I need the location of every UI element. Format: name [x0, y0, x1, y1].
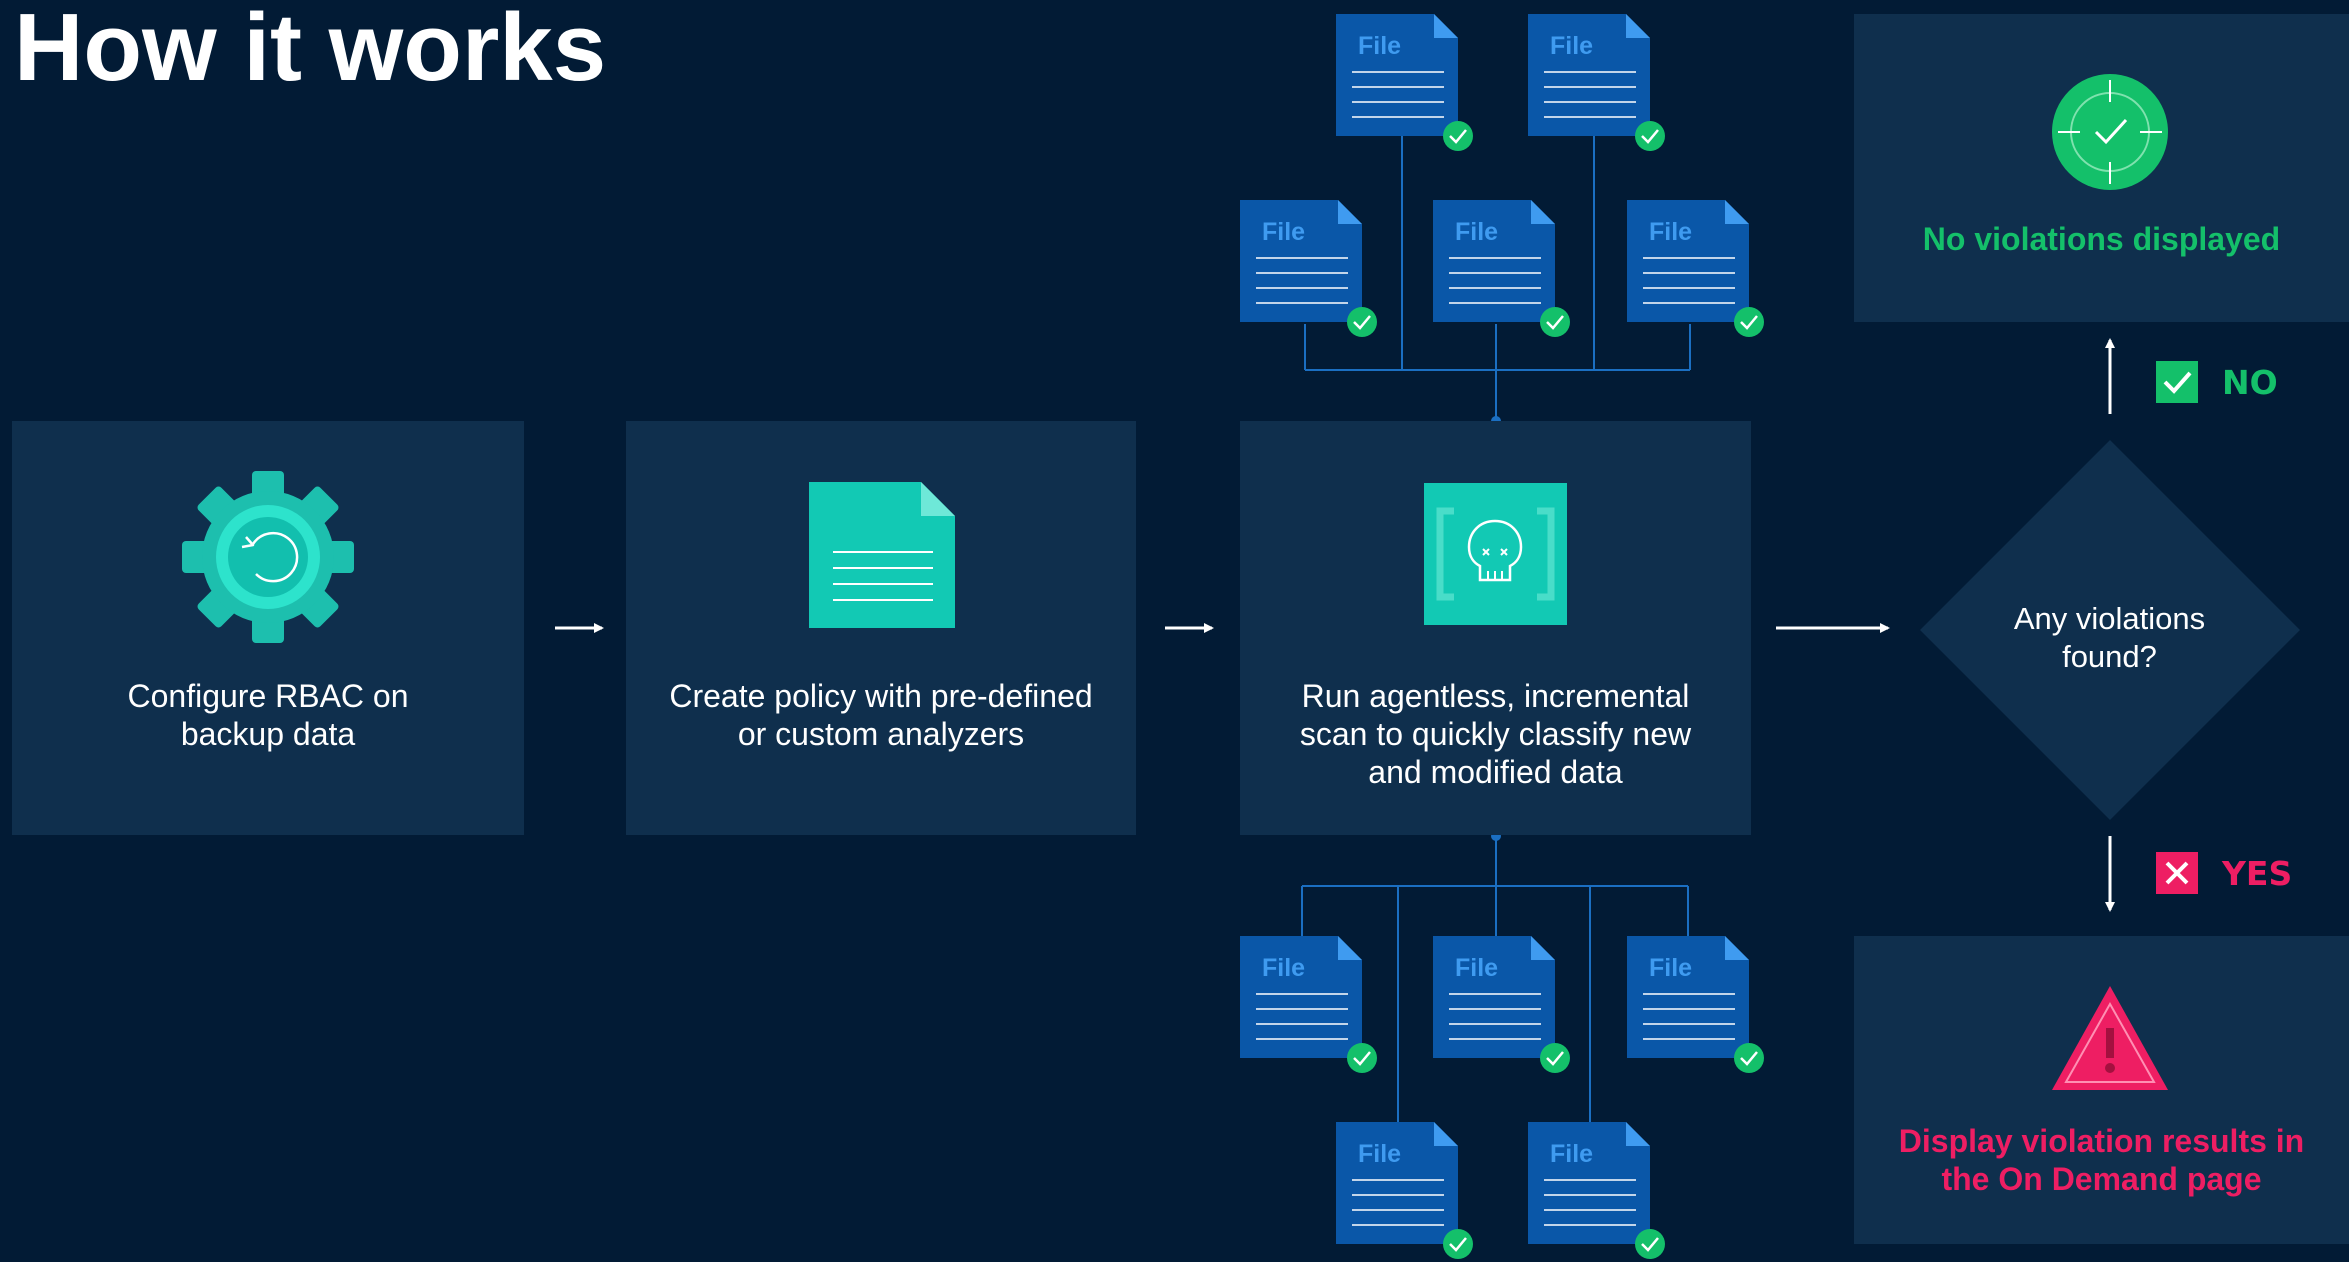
file-icon [1240, 936, 1377, 1073]
decision-text-line-1: Any violations [2013, 601, 2206, 636]
file-label: File [1455, 954, 1499, 982]
check-circle-icon [2052, 74, 2168, 190]
file-item: File [1528, 1122, 1668, 1262]
step-text-line-1: Configure RBAC on [127, 678, 409, 714]
no-violations-text: No violations displayed [1922, 221, 2281, 257]
file-icon [1528, 14, 1665, 151]
file-label: File [1550, 32, 1594, 60]
file-icon [1627, 200, 1764, 337]
violation-results-line-1: Display violation results in [1898, 1123, 2305, 1159]
file-label: File [1550, 1140, 1594, 1168]
file-label: File [1455, 218, 1499, 246]
file-label: File [1262, 218, 1306, 246]
file-icon [1336, 1122, 1473, 1259]
no-check-icon [2156, 361, 2198, 403]
document-icon [809, 482, 955, 628]
step-text-line-2: scan to quickly classify new [1299, 716, 1692, 752]
file-item: File [1336, 14, 1476, 154]
file-label: File [1262, 954, 1306, 982]
decision-diamond [1920, 440, 2300, 820]
step-text-line-2: backup data [180, 716, 356, 752]
file-item: File [1433, 200, 1573, 340]
file-icon [1336, 14, 1473, 151]
file-label: File [1358, 1140, 1402, 1168]
file-label: File [1649, 954, 1693, 982]
step-text-line-3: and modified data [1368, 754, 1623, 790]
file-icon [1528, 1122, 1665, 1259]
file-label: File [1358, 32, 1402, 60]
file-item: File [1336, 1122, 1476, 1262]
step-card-run-scan: Run agentless, incremental scan to quick… [1240, 421, 1751, 835]
file-item: File [1528, 14, 1668, 154]
file-icon [1433, 936, 1570, 1073]
decision-text-line-2: found? [2062, 639, 2157, 674]
step-text-line-1: Run agentless, incremental [1301, 678, 1690, 714]
file-icon [1433, 200, 1570, 337]
warning-triangle-icon [2052, 986, 2168, 1090]
page-title: How it works [14, 0, 607, 101]
step-text-line-2: or custom analyzers [737, 716, 1025, 752]
violation-results-line-2: the On Demand page [1941, 1161, 2262, 1197]
file-item: File [1627, 200, 1767, 340]
bottom-file-tree [1301, 836, 1689, 1122]
yes-x-icon [2156, 852, 2198, 894]
file-icon [1240, 200, 1377, 337]
no-violations-card: No violations displayed [1854, 14, 2349, 322]
file-item: File [1240, 936, 1380, 1076]
file-icon [1627, 936, 1764, 1073]
skull-scan-icon [1424, 483, 1567, 625]
violation-results-card: Display violation results in the On Dema… [1854, 936, 2349, 1244]
file-label: File [1649, 218, 1693, 246]
yes-answer-label: YES [2222, 854, 2293, 893]
step-card-create-policy: Create policy with pre-defined or custom… [626, 421, 1136, 835]
step-text-line-1: Create policy with pre-defined [669, 678, 1093, 714]
no-answer-label: NO [2222, 363, 2278, 402]
file-item: File [1240, 200, 1380, 340]
top-file-tree [1304, 136, 1691, 421]
file-item: File [1627, 936, 1767, 1076]
file-item: File [1433, 936, 1573, 1076]
gear-icon [182, 471, 354, 643]
step-card-configure-rbac: Configure RBAC on backup data [12, 421, 524, 835]
